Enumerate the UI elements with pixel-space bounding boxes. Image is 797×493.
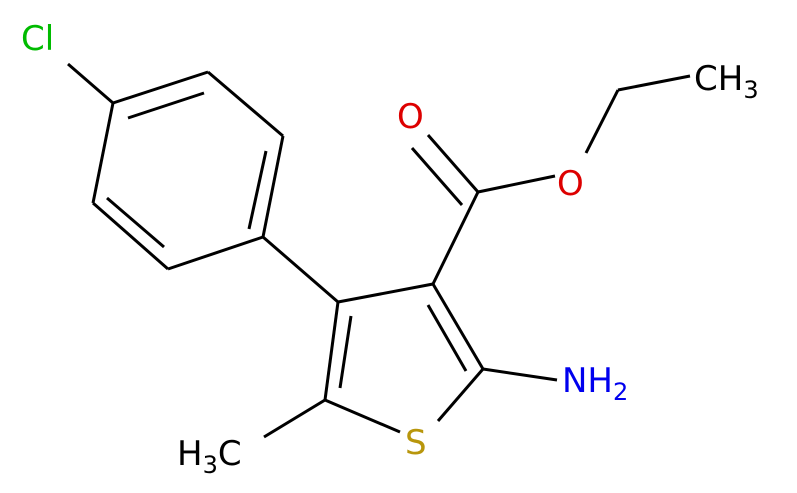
bond-c2-amino [482, 367, 558, 382]
bond-c3-c2-inner [426, 304, 468, 372]
methyl-terminal-sub: 3 [743, 76, 758, 104]
thiophene-ring [323, 282, 485, 434]
chlorine-label: Cl [21, 19, 54, 59]
methyl-ring-pre: H [177, 434, 203, 474]
bond-c4-c5 [167, 235, 264, 271]
bond-c3-c4 [261, 135, 285, 238]
bond-c3-c2 [431, 283, 485, 370]
bond-c5-c4 [323, 301, 340, 401]
bond-s-c5 [324, 398, 401, 434]
bond-ch2-ch3 [617, 74, 691, 92]
bond-c2-c3 [207, 70, 284, 138]
bond-c5-c6-inner [106, 196, 165, 249]
amino-label: NH2 [562, 361, 628, 406]
carbonyl-oxygen-label: O [397, 97, 424, 137]
methyl-terminal-main: CH [694, 59, 743, 99]
methyl-terminal-label: CH3 [694, 59, 759, 104]
bond-c3-c4-inner [247, 150, 268, 230]
bond-c1-c2 [112, 70, 209, 105]
bond-carbonyl-oester [477, 174, 556, 194]
methyl-ring-label: H3C [177, 434, 242, 479]
bond-carbonyl-o [426, 134, 480, 193]
bond-c5-c6 [92, 201, 169, 271]
bond-cl-c1 [67, 62, 114, 105]
ester-oxygen-label: O [557, 164, 584, 204]
methyl-ring-sub: 3 [203, 451, 218, 479]
bond-aryl-thiophene [262, 235, 339, 304]
bond-c4-c3 [337, 282, 434, 304]
amino-sub: 2 [613, 378, 628, 406]
chlorophenyl-ring [67, 62, 285, 271]
bond-carbonyl-o-inner [410, 147, 464, 206]
sulfur-label: S [405, 423, 427, 463]
amino-main: NH [562, 361, 613, 401]
methyl-ring-post: C [218, 434, 242, 474]
bond-c2-s [436, 368, 485, 422]
bond-oester-ch2 [584, 89, 620, 154]
bond-c5-c4-inner [338, 315, 353, 389]
bond-c1-c2-inner [127, 91, 205, 120]
bond-c3-carbonyl [431, 191, 480, 285]
bond-c6-c1 [91, 102, 115, 204]
ester-group [410, 74, 691, 285]
bond-c5-methyl [263, 398, 326, 439]
